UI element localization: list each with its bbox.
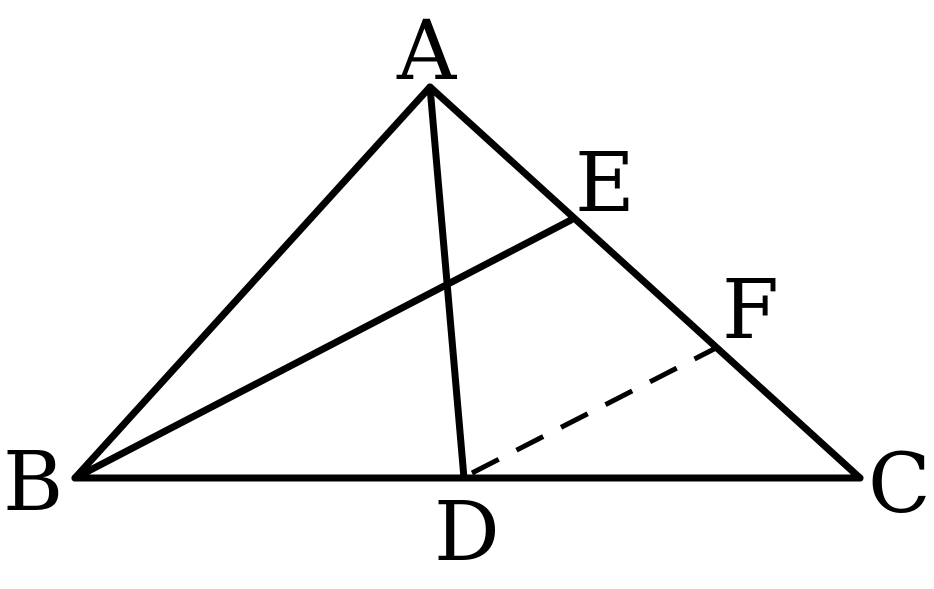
segment-ac [426, 83, 864, 482]
segment-be [71, 216, 575, 482]
segment-ab [71, 83, 434, 482]
label-f: F [722, 263, 779, 358]
label-d: D [434, 485, 500, 580]
segment-df [470, 345, 718, 476]
label-e: E [575, 136, 635, 231]
label-a: A [396, 4, 458, 99]
label-b: B [3, 435, 63, 530]
label-c: C [868, 437, 931, 532]
